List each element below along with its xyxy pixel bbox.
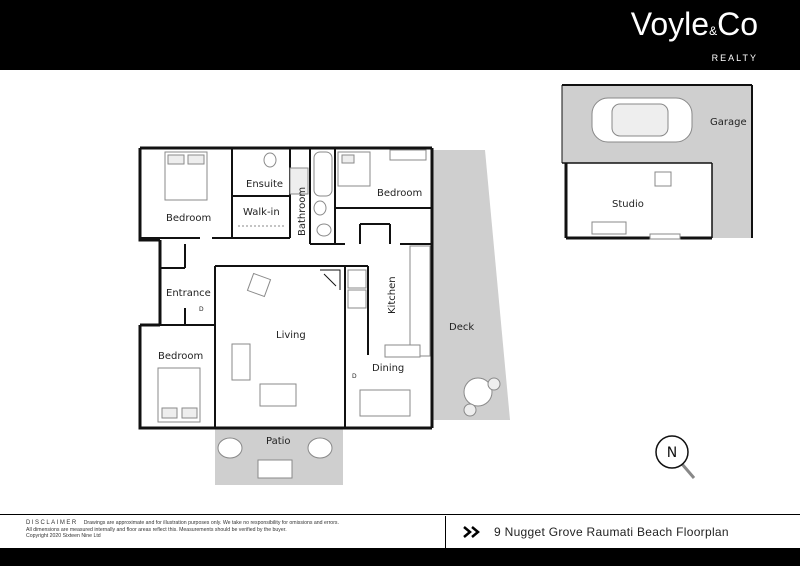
label-bedroom-sw: Bedroom	[158, 351, 203, 362]
brand-logo: Voyle&Co REALTY	[631, 6, 758, 63]
label-bedroom-nw: Bedroom	[166, 213, 211, 224]
patio-sofa	[257, 459, 293, 479]
label-patio: Patio	[266, 436, 291, 447]
kitchen-bench	[409, 245, 431, 357]
floorplan-diagram: Garage Studio Ensuite Bathroom Walk-in B…	[138, 84, 753, 485]
compass-north-label: N	[667, 445, 677, 461]
label-kitchen: Kitchen	[387, 276, 398, 314]
brand-suffix: Co	[717, 6, 758, 42]
chevron-right-icon	[463, 526, 480, 538]
studio-window	[649, 233, 681, 240]
label-bedroom-ne: Bedroom	[377, 188, 422, 199]
furniture	[157, 149, 501, 479]
garage-side	[712, 163, 752, 238]
patio-chair-l	[217, 437, 243, 459]
label-entrance: Entrance	[166, 288, 211, 299]
label-ensuite: Ensuite	[246, 179, 283, 190]
basin-bath	[316, 223, 332, 237]
footer-divider-line	[0, 514, 800, 515]
door-label-dining: D	[352, 373, 357, 380]
copyright-text: Copyright 2020 Sixteen Nine Ltd	[26, 533, 101, 539]
floorplan-address: 9 Nugget Grove Raumati Beach Floorplan	[494, 525, 729, 539]
kitchen-island	[384, 344, 421, 358]
door-label-entrance: D	[199, 306, 204, 313]
house-walls	[138, 146, 434, 430]
brand-name: Voyle	[630, 6, 710, 42]
armchair-living	[246, 272, 272, 298]
disclaimer-title: DISCLAIMER	[26, 520, 78, 526]
sofa-living	[259, 383, 297, 407]
studio-desk	[591, 221, 627, 235]
interior-walls	[140, 148, 432, 428]
bath-tub	[313, 151, 333, 197]
label-garage: Garage	[710, 117, 747, 128]
disclaimer-block: DISCLAIMER Drawings are approximate and f…	[26, 520, 436, 540]
studio-chair	[654, 171, 672, 187]
label-bathroom: Bathroom	[297, 187, 308, 236]
oven	[347, 289, 367, 309]
compass-icon: N	[655, 435, 696, 479]
dresser-ne	[389, 149, 427, 161]
shower-ensuite	[289, 167, 309, 195]
car-icon	[591, 97, 693, 143]
patio-chair-r	[307, 437, 333, 459]
dining-table	[359, 389, 411, 417]
toilet-bath	[313, 200, 327, 216]
header-bar: Voyle&Co REALTY	[0, 0, 800, 70]
disclaimer-line-2: All dimensions are measured internally a…	[26, 526, 287, 533]
label-living: Living	[276, 330, 306, 341]
fridge	[347, 269, 367, 289]
garage-walls	[561, 84, 753, 240]
label-deck: Deck	[449, 322, 474, 333]
brand-subtitle: REALTY	[711, 53, 758, 63]
toilet-ensuite	[263, 152, 277, 168]
label-dining: Dining	[372, 363, 404, 374]
deck-area	[432, 150, 510, 420]
sofa-living-side	[231, 343, 251, 381]
label-studio: Studio	[612, 199, 644, 210]
disclaimer-line-1: Drawings are approximate and for illustr…	[83, 520, 339, 526]
stair-icon	[320, 269, 341, 290]
label-walkin: Walk-in	[243, 207, 280, 218]
footer-bar	[0, 548, 800, 566]
footer-vertical-divider	[445, 516, 446, 548]
brand-ampersand: &	[709, 24, 718, 38]
outdoor-table	[463, 377, 493, 407]
